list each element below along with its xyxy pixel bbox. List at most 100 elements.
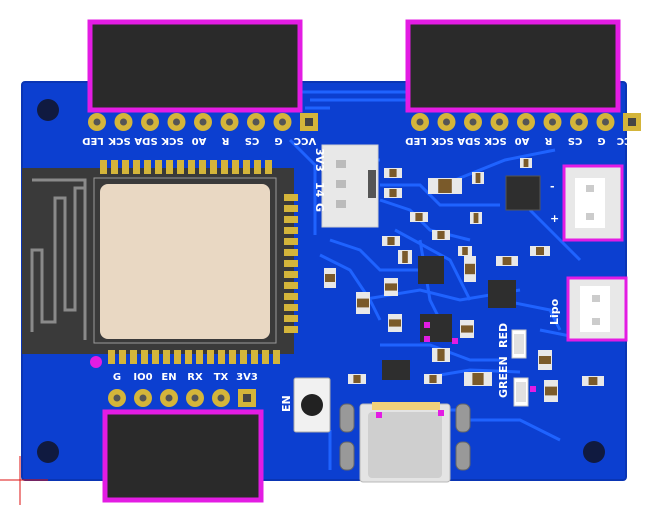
module-pad bbox=[262, 350, 269, 364]
module-pad bbox=[122, 160, 129, 174]
side-connector-label-g: G bbox=[313, 203, 326, 212]
module-pad bbox=[284, 304, 298, 311]
module-pad bbox=[251, 350, 258, 364]
lipo-connector bbox=[566, 276, 628, 342]
module-pad bbox=[284, 205, 298, 212]
header-pin-hole bbox=[575, 118, 583, 126]
lipo-label: Lipo bbox=[548, 298, 561, 325]
module-pad bbox=[185, 350, 192, 364]
header-pin-hole bbox=[628, 118, 636, 126]
header-pin-hole bbox=[191, 394, 199, 402]
module-pad bbox=[108, 350, 115, 364]
header-pin-hole bbox=[522, 118, 530, 126]
bottom-header bbox=[102, 409, 264, 503]
module-pad bbox=[243, 160, 250, 174]
header-pin-label: SDA bbox=[134, 135, 158, 146]
mounting-hole bbox=[37, 99, 59, 121]
smd-part-body bbox=[437, 349, 445, 361]
module-pad bbox=[155, 160, 162, 174]
esp32-top-pads bbox=[100, 160, 272, 174]
smd-part-body bbox=[545, 386, 557, 396]
module-pad bbox=[144, 160, 151, 174]
header-pin-label: VCC bbox=[294, 135, 316, 146]
module-pad bbox=[284, 315, 298, 322]
header-pin-label: EN bbox=[161, 372, 176, 383]
header-pin-label: SCK bbox=[483, 135, 507, 146]
smd-part-body bbox=[402, 251, 408, 263]
header-pin-label: CS bbox=[568, 135, 583, 146]
smd-part-body bbox=[429, 375, 437, 383]
smd-part-body bbox=[438, 179, 452, 193]
smd-part-body bbox=[353, 375, 361, 383]
module-pad bbox=[273, 350, 280, 364]
pad-marker bbox=[452, 338, 458, 344]
header-pin-hole bbox=[469, 118, 477, 126]
module-pad bbox=[284, 238, 298, 245]
module-pad bbox=[284, 227, 298, 234]
module-pad bbox=[284, 326, 298, 333]
header-pin-label: CS bbox=[245, 135, 260, 146]
smd-part-body bbox=[389, 189, 397, 197]
polarity-minus: - bbox=[550, 180, 555, 193]
module-pad bbox=[284, 249, 298, 256]
module-pad bbox=[174, 350, 181, 364]
module-pad bbox=[284, 282, 298, 289]
polarity-plus: + bbox=[550, 212, 559, 225]
module-pad bbox=[210, 160, 217, 174]
module-pad bbox=[229, 350, 236, 364]
right-top-header-pins bbox=[411, 113, 641, 131]
header-pin-label: LED bbox=[405, 135, 427, 146]
header-pin-label: A0 bbox=[515, 135, 530, 146]
header-pin-hole bbox=[199, 118, 207, 126]
side-connector bbox=[321, 144, 379, 228]
module-pad bbox=[232, 160, 239, 174]
smd-part-body bbox=[539, 356, 551, 364]
module-pad bbox=[240, 350, 247, 364]
smd-part-body bbox=[473, 213, 479, 223]
header-pin-hole bbox=[279, 118, 286, 126]
module-pad bbox=[100, 160, 107, 174]
esp32-bottom-pads bbox=[108, 350, 280, 364]
header-pin-hole bbox=[139, 394, 147, 402]
header-pin-hole bbox=[305, 118, 313, 126]
pad-marker bbox=[424, 336, 430, 342]
pad-marker bbox=[438, 410, 444, 416]
module-pad bbox=[284, 260, 298, 267]
header-pin-label: G bbox=[597, 135, 605, 146]
header-pin-hole bbox=[173, 118, 180, 126]
header-pin-hole bbox=[217, 394, 225, 402]
header-pin-hole bbox=[113, 394, 121, 402]
smd-part-body bbox=[357, 298, 369, 308]
header-pin-hole bbox=[549, 118, 556, 126]
en-button bbox=[293, 377, 331, 433]
antenna-trace bbox=[30, 186, 87, 340]
module-pad bbox=[130, 350, 137, 364]
smd-part-body bbox=[523, 159, 529, 167]
header-pin-label: R bbox=[544, 135, 552, 146]
header-pin-label: SCK bbox=[160, 135, 184, 146]
esp32-right-pads bbox=[284, 194, 298, 333]
smd-part-body bbox=[387, 237, 395, 245]
module-pad bbox=[284, 293, 298, 300]
smd-part-body bbox=[502, 257, 512, 265]
module-pad bbox=[284, 271, 298, 278]
smd-part-body bbox=[588, 377, 598, 385]
smd-part-body bbox=[385, 283, 397, 291]
header-pin-label: SDA bbox=[457, 135, 481, 146]
smd-part-body bbox=[536, 247, 544, 255]
module-pad bbox=[177, 160, 184, 174]
smd-part-body bbox=[472, 373, 484, 385]
header-pin-hole bbox=[496, 118, 503, 126]
smd-part-body bbox=[389, 319, 401, 327]
module-pad bbox=[141, 350, 148, 364]
module-pad bbox=[284, 216, 298, 223]
header-pin-hole bbox=[146, 118, 154, 126]
ic-chips bbox=[382, 175, 541, 380]
smd-part-body bbox=[325, 274, 335, 282]
origin-marker bbox=[0, 456, 48, 505]
side-connector-label-14: 14 bbox=[313, 182, 326, 198]
header-pin-hole bbox=[443, 118, 450, 126]
module-pad bbox=[188, 160, 195, 174]
module-pad bbox=[199, 160, 206, 174]
